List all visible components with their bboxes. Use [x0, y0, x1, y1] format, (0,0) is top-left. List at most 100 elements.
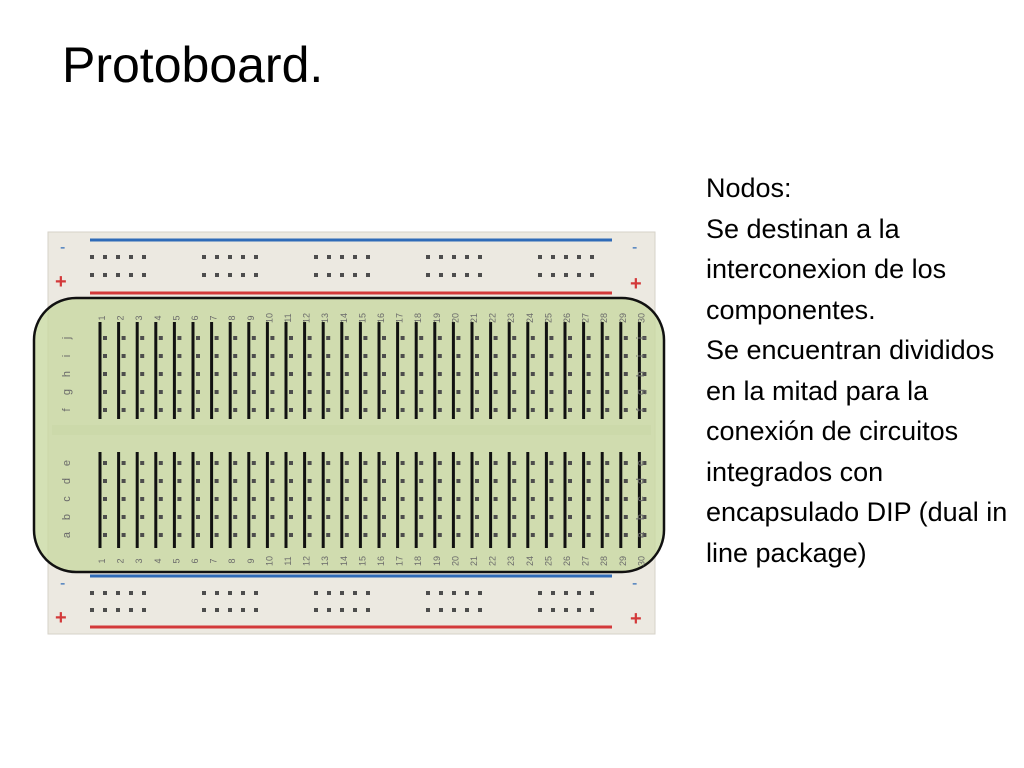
terminal-hole [530, 515, 535, 519]
terminal-hole [344, 479, 349, 483]
terminal-hole [214, 354, 219, 358]
terminal-hole [586, 336, 591, 340]
terminal-hole [605, 533, 610, 537]
terminal-hole [214, 372, 219, 376]
terminal-hole [456, 533, 461, 537]
terminal-hole [493, 408, 498, 412]
terminal-hole [568, 408, 572, 412]
rail-hole [129, 608, 133, 612]
terminal-hole [512, 408, 517, 412]
rail-hole [551, 273, 555, 277]
rail-hole [327, 255, 331, 259]
row-letter: h [635, 371, 647, 377]
terminal-hole [549, 372, 554, 376]
terminal-hole [326, 336, 331, 340]
terminal-hole [140, 479, 145, 483]
rail-hole [103, 591, 107, 595]
terminal-hole [456, 461, 461, 465]
terminal-hole [103, 515, 107, 519]
terminal-hole [196, 479, 200, 483]
terminal-hole [530, 354, 535, 358]
terminal-hole [549, 533, 554, 537]
rail-hole [564, 591, 568, 595]
terminal-hole [493, 390, 498, 394]
terminal-hole [177, 461, 182, 465]
rail-hole [353, 591, 357, 595]
rail-hole [551, 608, 555, 612]
column-number-top: 22 [488, 313, 498, 323]
node-lines [98, 322, 641, 548]
terminal-hole [549, 354, 554, 358]
terminal-hole [456, 390, 461, 394]
terminal-hole [196, 408, 200, 412]
terminal-hole [568, 533, 572, 537]
rail-hole [452, 591, 456, 595]
terminal-hole [382, 497, 386, 501]
terminal-hole [233, 479, 238, 483]
terminal-hole [251, 336, 256, 340]
terminal-hole [196, 461, 200, 465]
column-number-bottom: 14 [339, 556, 349, 566]
terminal-hole [475, 390, 479, 394]
rail-hole [353, 255, 357, 259]
bottom-rail-holes [90, 591, 594, 612]
slide-title: Protoboard. [62, 37, 324, 93]
terminal-hole [103, 461, 107, 465]
terminal-hole [270, 479, 275, 483]
terminal-hole [363, 461, 368, 465]
terminal-hole [140, 390, 145, 394]
terminal-hole [475, 372, 479, 376]
terminal-hole [233, 336, 238, 340]
terminal-hole [177, 408, 182, 412]
terminal-hole [382, 372, 386, 376]
terminal-hole [568, 479, 572, 483]
terminal-hole [493, 354, 498, 358]
terminal-hole [270, 354, 275, 358]
terminal-holes [103, 336, 647, 537]
terminal-hole [344, 408, 349, 412]
terminal-hole [419, 497, 424, 501]
terminal-hole [568, 515, 572, 519]
rail-hole [327, 273, 331, 277]
terminal-hole [326, 408, 331, 412]
terminal-hole [623, 408, 628, 412]
terminal-hole [103, 479, 107, 483]
terminal-hole [158, 408, 163, 412]
terminal-hole [623, 372, 628, 376]
terminal-hole [437, 461, 442, 465]
column-number-bottom: 10 [264, 556, 274, 566]
terminal-hole [233, 515, 238, 519]
rail-hole [228, 591, 232, 595]
rail-hole [215, 591, 219, 595]
terminal-hole [140, 408, 145, 412]
terminal-hole [103, 390, 107, 394]
rail-hole [452, 608, 456, 612]
terminal-hole [437, 354, 442, 358]
terminal-hole [158, 479, 163, 483]
rail-hole [327, 608, 331, 612]
column-number-bottom: 19 [432, 556, 442, 566]
terminal-hole [140, 515, 145, 519]
row-letter: f [635, 408, 647, 412]
terminal-hole [177, 515, 182, 519]
rail-hole [439, 591, 443, 595]
terminal-hole [437, 479, 442, 483]
row-letter: a [61, 531, 73, 538]
terminal-hole [363, 354, 368, 358]
terminal-hole [623, 533, 628, 537]
terminal-hole [196, 515, 200, 519]
terminal-hole [530, 461, 535, 465]
column-number-top: 6 [190, 315, 200, 320]
row-letter: c [61, 496, 73, 502]
rail-hole [439, 608, 443, 612]
terminal-hole [586, 533, 591, 537]
row-letter: b [635, 514, 647, 520]
terminal-hole [400, 354, 405, 358]
terminal-hole [549, 497, 554, 501]
column-number-top: 15 [357, 313, 367, 323]
column-numbers: 1122334455667788991010111112121313141415… [97, 313, 646, 566]
rail-hole [564, 273, 568, 277]
terminal-hole [121, 372, 126, 376]
terminal-hole [456, 354, 461, 358]
terminal-hole [530, 533, 535, 537]
